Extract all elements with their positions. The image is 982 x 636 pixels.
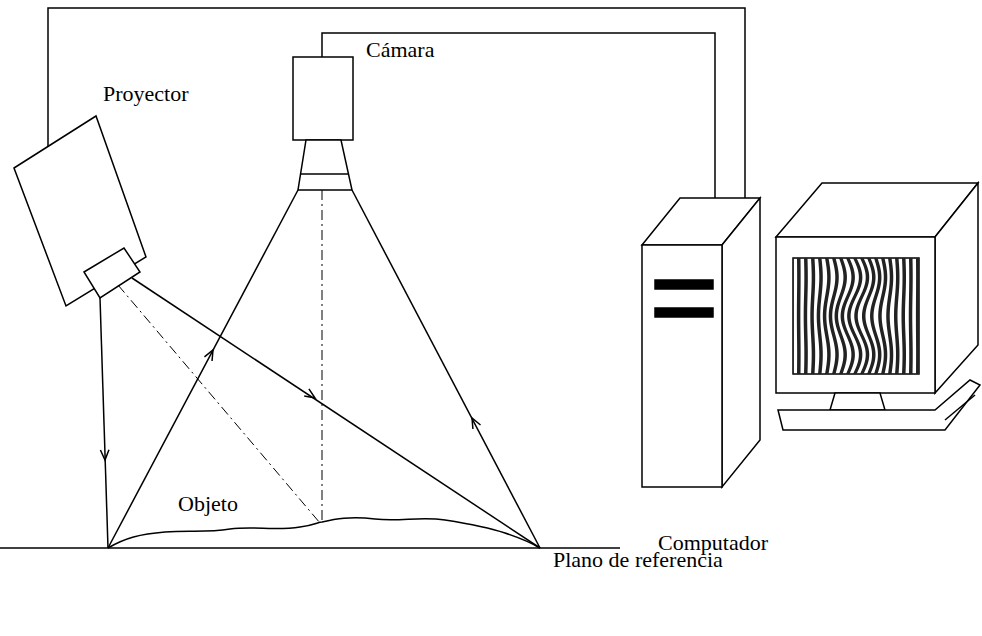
arrow-head (100, 450, 109, 460)
fringe-stripe (854, 258, 869, 374)
fringe-stripe (909, 258, 913, 374)
camera-ray (108, 190, 298, 548)
camera-body (293, 57, 353, 140)
reference-plane-label: Plano de referencia (553, 548, 723, 572)
fringe-stripe (804, 258, 808, 374)
light-ray (100, 298, 108, 548)
camera-cable (322, 33, 715, 198)
monitor-base (778, 380, 980, 430)
fringe-stripe (793, 258, 794, 374)
object-surface (108, 518, 540, 548)
camera-label: Cámara (366, 38, 434, 62)
fringe-stripe (886, 258, 893, 374)
optical-axis (322, 190, 323, 522)
fringe-stripe (797, 258, 801, 374)
fringe-stripe (878, 258, 887, 374)
optical-axis (118, 285, 320, 523)
tower-front (642, 245, 722, 487)
keyboard-cable (945, 395, 975, 420)
projector-body (14, 116, 146, 306)
camera-lens-ring (300, 173, 348, 175)
tower-side (722, 198, 760, 487)
projector-label: Proyector (103, 82, 189, 106)
fringe-stripe (894, 258, 899, 374)
fringe-stripe (916, 258, 919, 374)
camera-ray (352, 190, 540, 548)
fringe-stripe (817, 258, 823, 374)
monitor-neck (830, 393, 885, 410)
projector-cable (48, 8, 745, 198)
object-label: Objeto (178, 492, 238, 516)
arrow-head (304, 389, 315, 398)
fringe-stripe (901, 258, 906, 374)
arrow-head (204, 350, 213, 361)
reference-plane (0, 547, 620, 549)
arrow-head (472, 418, 481, 429)
monitor-side (935, 183, 978, 393)
camera-lens (298, 140, 352, 190)
monitor-front (776, 237, 935, 393)
drive-slot (655, 308, 713, 317)
fringe-stripe (810, 258, 815, 374)
projector-lens (84, 248, 140, 298)
light-ray (132, 278, 540, 548)
drive-slot (655, 280, 713, 289)
